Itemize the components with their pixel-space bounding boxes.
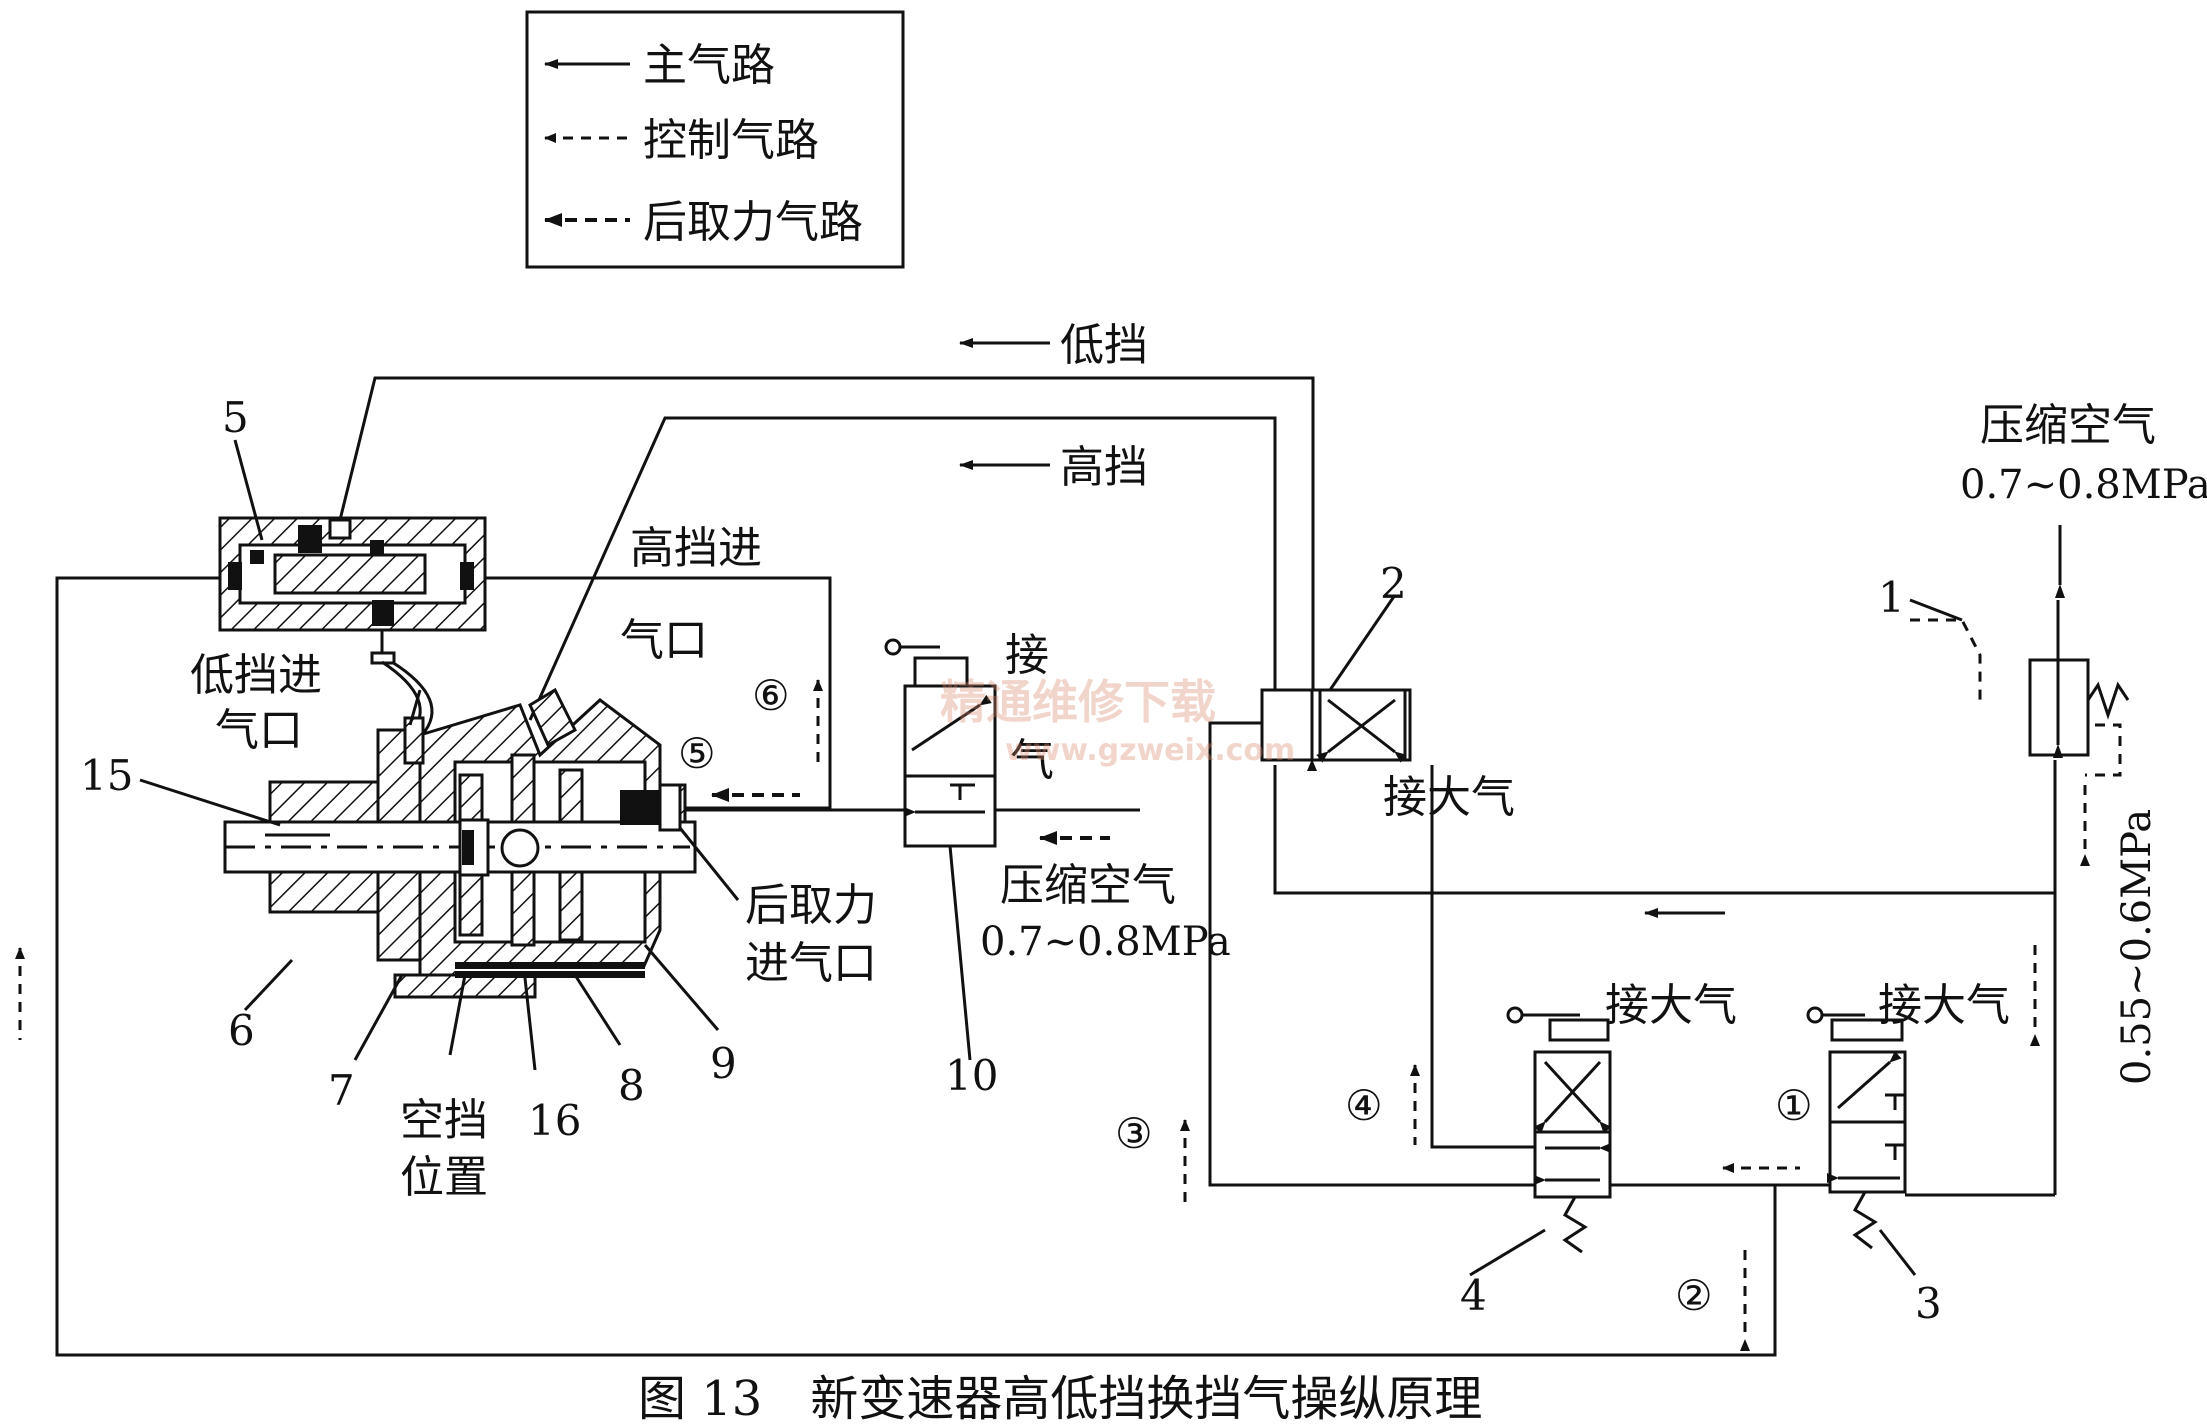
circled-1: ① xyxy=(1775,1081,1813,1130)
callout-7: 7 xyxy=(328,1066,355,1115)
label-vent-10-b: 气 xyxy=(1010,735,1054,786)
watermark-cn: 精通维修下载 xyxy=(940,675,1216,729)
callout-3: 3 xyxy=(1915,1279,1942,1328)
callout-2: 2 xyxy=(1380,559,1407,608)
figure-caption: 图 13 新变速器高低挡换挡气操纵原理 xyxy=(638,1371,1482,1427)
label-high-inlet-b: 气口 xyxy=(620,615,708,666)
valve-4 xyxy=(1506,1006,1612,1254)
callout-numbers: 1 2 3 4 5 6 7 8 9 10 15 16 xyxy=(80,393,1942,1328)
circled-4: ④ xyxy=(1345,1081,1383,1130)
callout-10: 10 xyxy=(945,1051,998,1100)
callout-4: 4 xyxy=(1460,1271,1487,1320)
label-neutral-b: 位置 xyxy=(400,1152,488,1203)
circled-6: ⑥ xyxy=(752,671,790,720)
label-high-gear: 高挡 xyxy=(1060,442,1148,493)
circled-numbers: ① ② ③ ④ ⑤ ⑥ xyxy=(678,671,1813,1320)
circled-2: ② xyxy=(1675,1271,1713,1320)
callout-16: 16 xyxy=(528,1096,581,1145)
valve-10 xyxy=(884,638,997,1061)
label-vent-2: 接大气 xyxy=(1383,772,1515,823)
legend-control-path: 控制气路 xyxy=(643,115,819,166)
watermark: 精通维修下载 www.gzweix.com xyxy=(940,675,1295,768)
shift-valve-5 xyxy=(218,516,487,665)
label-pressure-mid: 0.7~0.8MPa xyxy=(980,919,1231,965)
labels: 低挡 高挡 压缩空气 0.7~0.8MPa 压缩空气 0.7~0.8MPa 0.… xyxy=(190,320,2207,1203)
label-pressure-right: 0.7~0.8MPa xyxy=(1960,462,2207,508)
watermark-url: www.gzweix.com xyxy=(1005,733,1295,768)
callout-6: 6 xyxy=(228,1006,255,1055)
legend-pto-path: 后取力气路 xyxy=(643,197,863,248)
control-air-arrows xyxy=(15,618,2122,1351)
label-high-inlet-a: 高挡进 xyxy=(630,523,762,574)
label-vent-10-a: 接 xyxy=(1005,630,1049,681)
valve-2 xyxy=(1260,688,1412,771)
legend: 主气路 控制气路 后取力气路 xyxy=(525,10,905,269)
callout-15: 15 xyxy=(80,751,133,800)
label-low-inlet-b: 气口 xyxy=(215,705,303,756)
gearbox-cylinder xyxy=(223,660,697,999)
callout-8: 8 xyxy=(618,1061,645,1110)
callout-1: 1 xyxy=(1878,573,1905,622)
circled-5: ⑤ xyxy=(678,729,716,778)
label-pto-inlet-a: 后取力 xyxy=(745,880,877,931)
label-vent-3: 接大气 xyxy=(1878,980,2010,1031)
valve-3 xyxy=(1806,1006,1907,1250)
label-compressed-air-mid: 压缩空气 xyxy=(1000,860,1176,911)
regulator-1 xyxy=(2028,600,2130,758)
label-low-gear: 低挡 xyxy=(1060,320,1148,371)
label-compressed-air-right: 压缩空气 xyxy=(1980,400,2156,451)
label-neutral-a: 空挡 xyxy=(400,1095,488,1146)
label-vent-4: 接大气 xyxy=(1605,980,1737,1031)
callout-5: 5 xyxy=(222,393,249,442)
label-low-inlet-a: 低挡进 xyxy=(190,650,322,701)
circled-3: ③ xyxy=(1115,1109,1153,1158)
legend-main-path: 主气路 xyxy=(643,40,775,91)
label-reduced-pressure: 0.55~0.6MPa xyxy=(2114,809,2160,1085)
label-pto-inlet-b: 进气口 xyxy=(745,938,877,989)
callout-leaders xyxy=(139,439,1963,1277)
callout-9: 9 xyxy=(710,1039,737,1088)
